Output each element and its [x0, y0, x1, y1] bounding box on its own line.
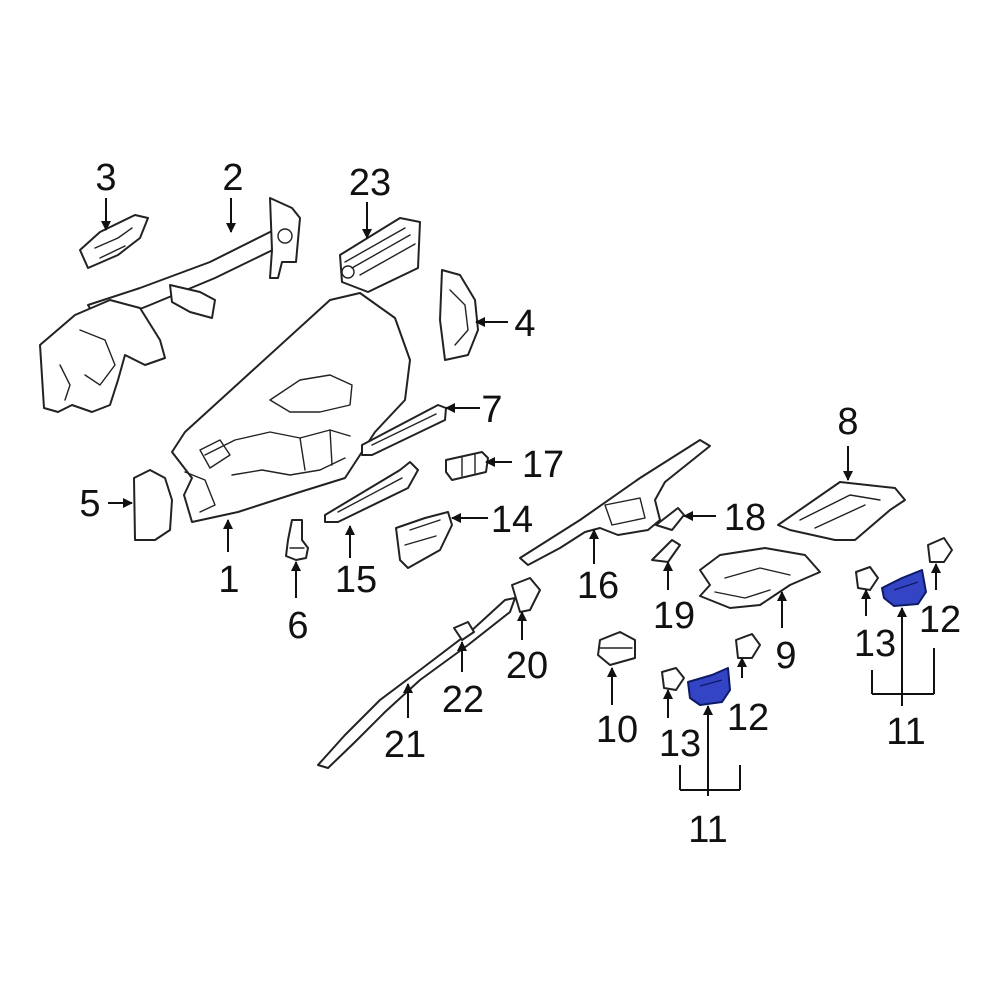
- part-6-clip[interactable]: [285, 519, 309, 561]
- callout-13-lower: 13: [659, 723, 701, 765]
- callout-11-lower: 11: [688, 809, 727, 851]
- part-11-bracket-upper[interactable]: [881, 569, 927, 607]
- part-2-cross-car-beam[interactable]: [39, 197, 301, 413]
- part-22-clip[interactable]: [453, 621, 475, 641]
- part-12-clip-upper[interactable]: [927, 537, 953, 563]
- callout-10: 10: [596, 709, 638, 751]
- part-10-clip[interactable]: [597, 631, 636, 666]
- part-20-bracket[interactable]: [511, 577, 541, 613]
- part-3-bracket[interactable]: [79, 214, 149, 269]
- part-14-bracket[interactable]: [395, 511, 453, 569]
- callout-23: 23: [349, 162, 391, 204]
- callout-7: 7: [481, 389, 502, 431]
- callout-18: 18: [724, 497, 766, 539]
- part-13-clip-upper[interactable]: [855, 566, 879, 591]
- leader-lines: [101, 198, 941, 796]
- part-5-end-cover[interactable]: [133, 469, 173, 541]
- callout-12-upper: 12: [919, 599, 961, 641]
- callout-5: 5: [79, 483, 100, 525]
- callout-2: 2: [222, 157, 243, 199]
- callout-14: 14: [491, 499, 533, 541]
- part-23-airbag[interactable]: [339, 217, 421, 293]
- part-16-finisher[interactable]: [519, 439, 711, 566]
- callout-11-upper: 11: [886, 711, 925, 753]
- callout-6: 6: [287, 605, 308, 647]
- callout-21: 21: [384, 724, 426, 766]
- callout-labels: 3 2 23 4 5 1 6 7 8 17 14 18 15 16 19 9 2…: [79, 157, 961, 851]
- part-8-lower-panel[interactable]: [777, 481, 906, 541]
- part-21-trim[interactable]: [317, 597, 516, 769]
- callout-17: 17: [522, 444, 564, 486]
- callout-3: 3: [95, 157, 116, 199]
- callout-13-upper: 13: [854, 623, 896, 665]
- callout-15: 15: [335, 559, 377, 601]
- part-13-clip-lower[interactable]: [661, 667, 685, 691]
- part-12-clip-lower[interactable]: [735, 633, 761, 659]
- part-19-bracket[interactable]: [651, 539, 681, 563]
- callout-20: 20: [506, 645, 548, 687]
- part-15-trim-strip[interactable]: [324, 461, 419, 523]
- callout-1: 1: [218, 559, 239, 601]
- callout-22: 22: [442, 679, 484, 721]
- callout-12-lower: 12: [727, 697, 769, 739]
- part-9-lower-panel[interactable]: [699, 547, 821, 609]
- callout-16: 16: [577, 565, 619, 607]
- callout-4: 4: [514, 303, 535, 345]
- part-11-bracket-lower[interactable]: [687, 667, 731, 706]
- part-7-trim-strip[interactable]: [361, 404, 447, 456]
- part-17-bracket[interactable]: [445, 451, 489, 481]
- callout-9: 9: [775, 635, 796, 677]
- part-1-instrument-panel[interactable]: [171, 292, 411, 523]
- callout-8: 8: [837, 401, 858, 443]
- part-4-end-cover[interactable]: [439, 269, 479, 361]
- callout-19: 19: [653, 595, 695, 637]
